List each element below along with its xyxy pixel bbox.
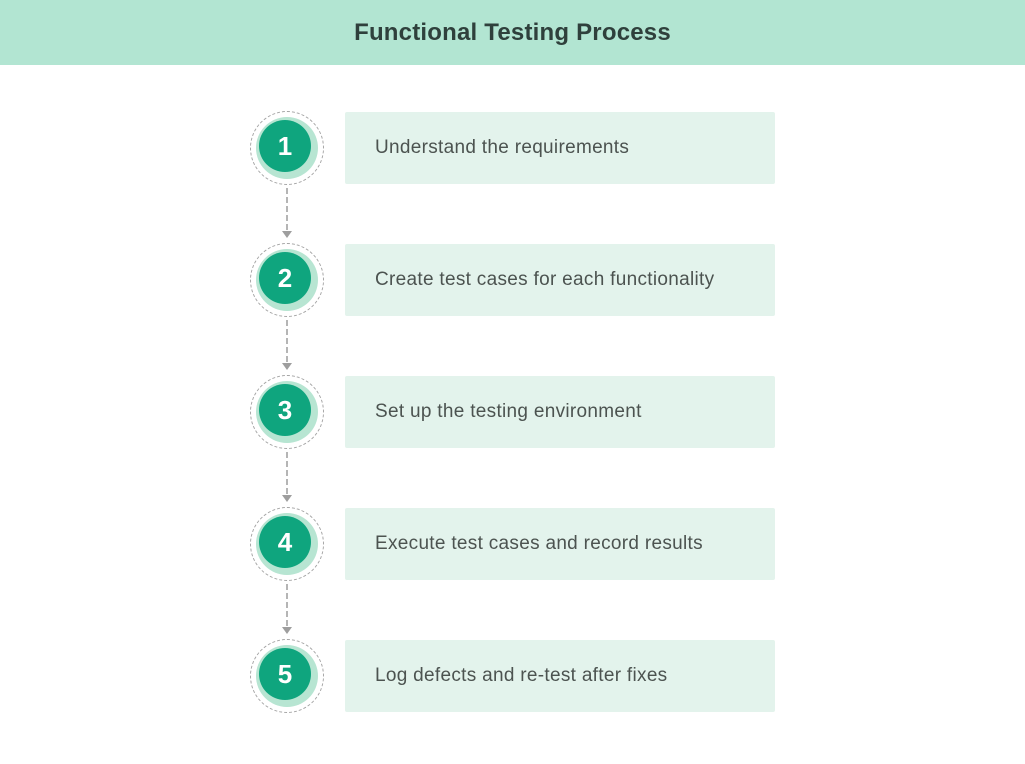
step-number-badge: 1 (250, 111, 324, 185)
step-number-circle: 4 (259, 516, 311, 568)
step-row: 4 Execute test cases and record results (250, 452, 775, 581)
step-number-circle: 2 (259, 252, 311, 304)
step-label: Create test cases for each functionality (375, 269, 715, 290)
step-number: 3 (277, 395, 293, 425)
step-number: 5 (277, 659, 293, 689)
step-label-box: Log defects and re-test after fixes (345, 640, 775, 712)
step-number: 1 (277, 131, 293, 161)
arrow-down-connector (282, 452, 292, 502)
step-number-badge: 3 (250, 375, 324, 449)
step-label-box: Set up the testing environment (345, 376, 775, 448)
step-number-ring: 3 (256, 381, 318, 443)
arrow-down-connector (282, 320, 292, 370)
step-number-badge: 4 (250, 507, 324, 581)
step-label-box: Understand the requirements (345, 112, 775, 184)
step-label: Understand the requirements (375, 137, 630, 158)
step-number: 2 (277, 263, 293, 293)
page-title: Functional Testing Process (354, 18, 671, 46)
step-label: Log defects and re-test after fixes (375, 665, 668, 686)
step-number-badge: 5 (250, 639, 324, 713)
step-number-circle: 5 (259, 648, 311, 700)
step-number-ring: 4 (256, 513, 318, 575)
step-label-box: Execute test cases and record results (345, 508, 775, 580)
step-number-circle: 1 (259, 120, 311, 172)
arrow-down-connector (282, 188, 292, 238)
arrow-down-connector (282, 584, 292, 634)
step-row: 1 Understand the requirements (250, 111, 775, 185)
step-label: Execute test cases and record results (375, 533, 703, 554)
step-label: Set up the testing environment (375, 401, 642, 422)
step-row: 3 Set up the testing environment (250, 320, 775, 449)
step-number-ring: 2 (256, 249, 318, 311)
step-number-ring: 5 (256, 645, 318, 707)
step-number-badge: 2 (250, 243, 324, 317)
step-row: 5 Log defects and re-test after fixes (250, 584, 775, 713)
step-number-circle: 3 (259, 384, 311, 436)
step-label-box: Create test cases for each functionality (345, 244, 775, 316)
step-number: 4 (277, 527, 293, 557)
steps-list: 1 Understand the requirements 2 Create t… (250, 111, 775, 713)
step-row: 2 Create test cases for each functionali… (250, 188, 775, 317)
step-number-ring: 1 (256, 117, 318, 179)
header-bar: Functional Testing Process (0, 0, 1025, 65)
